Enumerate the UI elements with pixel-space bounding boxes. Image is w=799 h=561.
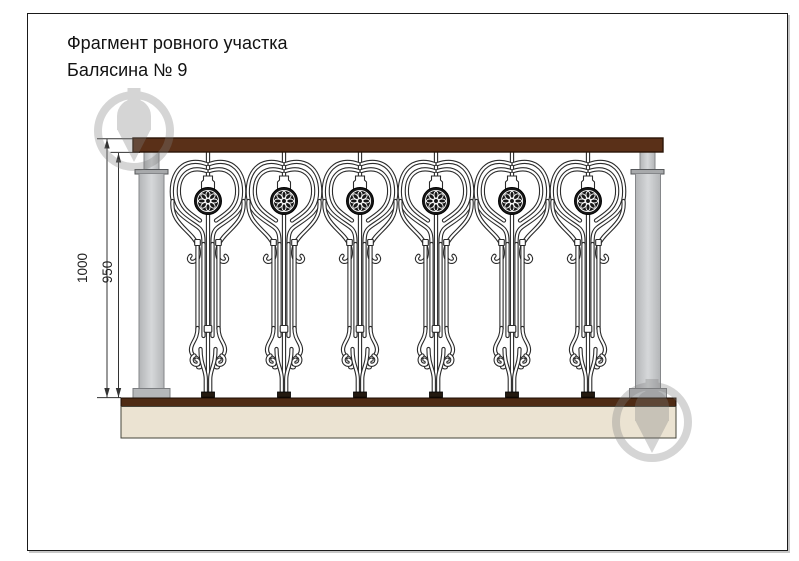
baluster	[324, 152, 396, 397]
drawing-title: Фрагмент ровного участка Балясина № 9	[67, 30, 287, 84]
handrail	[132, 137, 664, 153]
title-line2: Балясина № 9	[67, 60, 188, 80]
left-post	[132, 151, 171, 399]
baluster	[400, 152, 472, 397]
title-line1: Фрагмент ровного участка	[67, 33, 288, 53]
brand-watermark-icon	[98, 88, 170, 167]
right-post	[629, 151, 667, 399]
base-rail	[120, 397, 677, 407]
balusters-row	[172, 152, 624, 397]
dimension-overall-height: 1000	[75, 253, 90, 283]
dimension-lines: 1000 950	[75, 138, 140, 399]
dimension-baluster-height: 950	[100, 261, 115, 284]
base-platform	[120, 406, 677, 439]
baluster	[552, 152, 624, 397]
baluster	[476, 152, 548, 397]
baluster	[248, 152, 320, 397]
baluster	[172, 152, 244, 397]
